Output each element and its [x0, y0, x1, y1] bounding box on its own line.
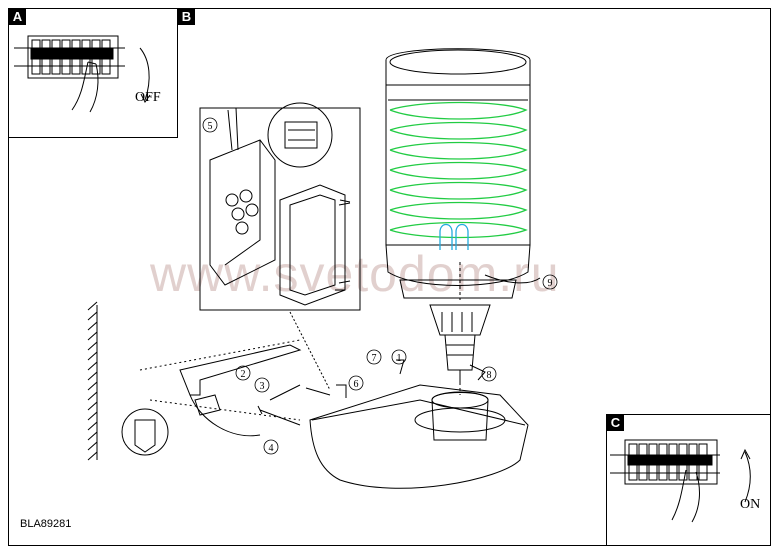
step-9-label: 9 [548, 278, 553, 289]
lamp-shade [385, 48, 531, 299]
step-1-label: 1 [397, 353, 402, 364]
model-number: BLA89281 [20, 518, 72, 530]
bulb-base [429, 304, 491, 382]
junction-box-inset [199, 102, 361, 311]
breaker-panel-c [610, 439, 751, 523]
panel-a-tag: A [9, 9, 26, 25]
lamp-body [309, 384, 529, 489]
step-5-label: 5 [208, 121, 213, 132]
step-markers [202, 117, 558, 455]
diagram-frame [8, 8, 771, 546]
watermark: www.svetodom.ru [150, 246, 560, 302]
step-4-marker [263, 439, 279, 455]
panel-a [8, 8, 178, 138]
breaker-panel-a [14, 35, 151, 113]
step-7-label: 7 [372, 353, 377, 364]
step-6-marker [348, 375, 364, 391]
step-5-marker [202, 117, 218, 133]
dowel-detail [121, 408, 169, 456]
step-2-marker [235, 365, 251, 381]
panel-c-tag: C [607, 415, 624, 431]
step-9-marker [542, 274, 558, 290]
bulb-glow [389, 101, 528, 239]
step-1-marker [391, 349, 407, 365]
step-7-marker [366, 349, 382, 365]
step-8-label: 8 [487, 370, 492, 381]
screws [257, 199, 405, 426]
mounting-bracket [139, 339, 302, 437]
bulb-tube [439, 223, 469, 250]
step-3-label: 3 [260, 381, 265, 392]
panel-b-tag: B [178, 9, 195, 25]
step-2-label: 2 [241, 369, 246, 380]
step-4-label: 4 [269, 443, 274, 454]
step-6-label: 6 [354, 379, 359, 390]
step-3-marker [254, 377, 270, 393]
wall [87, 301, 98, 461]
step-8-marker [481, 366, 497, 382]
